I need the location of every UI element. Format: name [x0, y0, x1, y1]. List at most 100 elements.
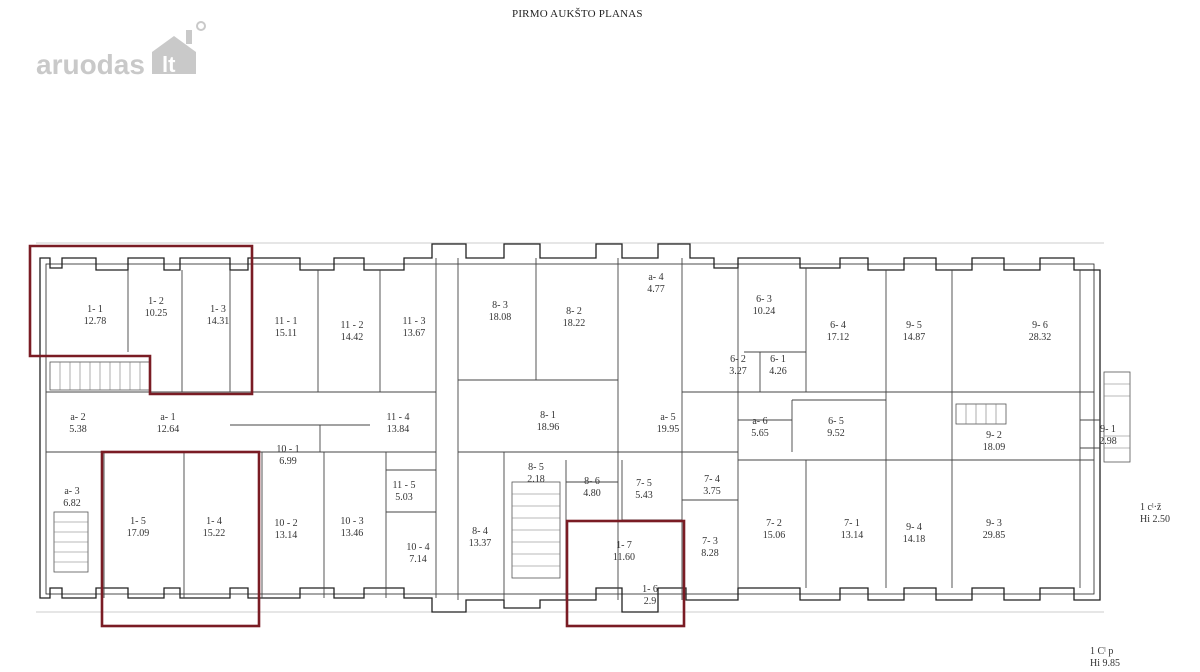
- room-label: 8- 218.22: [563, 306, 586, 329]
- room-id: 7- 4: [704, 474, 720, 485]
- aruodas-logo: aruodas lt: [36, 21, 206, 80]
- room-id: 11 - 1: [275, 316, 298, 327]
- room-id: 10 - 3: [340, 516, 363, 527]
- room-label: 9- 414.18: [903, 522, 926, 545]
- room-area: 13.14: [275, 530, 298, 541]
- room-area: 8.28: [701, 548, 719, 559]
- room-label: 1- 210.25: [145, 296, 168, 319]
- plan-title: PIRMO AUKŠTO PLANAS: [512, 8, 643, 20]
- room-area: 4.80: [583, 488, 601, 499]
- room-id: 10 - 2: [274, 518, 297, 529]
- stair-left-bottom: [53, 511, 89, 573]
- room-area: 28.32: [1029, 332, 1052, 343]
- room-id: 6- 5: [828, 416, 844, 427]
- room-id: 9- 3: [986, 518, 1002, 529]
- room-label: a- 519.95: [657, 412, 680, 435]
- room-label: 9- 218.09: [983, 430, 1006, 453]
- room-area: 12.64: [157, 424, 180, 435]
- room-area: 14.42: [341, 332, 364, 343]
- room-label: 1- 711.60: [613, 540, 635, 563]
- room-area: 9.52: [827, 428, 845, 439]
- room-id: 1- 2: [148, 296, 164, 307]
- room-label: 1- 415.22: [203, 516, 226, 539]
- floor-notes: 1 cˡ·ž Hi 2.50 1 Cˡ p Hi 9.85: [1090, 502, 1170, 669]
- room-label: 8- 413.37: [469, 526, 492, 549]
- room-label: 9- 12.98: [1099, 424, 1117, 447]
- note-1-line1: 1 cˡ·ž: [1140, 502, 1162, 513]
- room-label: 10 - 313.46: [340, 516, 363, 539]
- note-2-line1: 1 Cˡ p: [1090, 646, 1113, 657]
- room-label: 7- 55.43: [635, 478, 653, 501]
- room-label: 8- 318.08: [489, 300, 512, 323]
- room-area: 6.82: [63, 498, 81, 509]
- room-area: 11.60: [613, 552, 635, 563]
- room-label: 6- 23.27: [729, 354, 747, 377]
- room-label: 11 - 214.42: [341, 320, 364, 343]
- room-id: 6- 1: [770, 354, 786, 365]
- room-label: 10 - 213.14: [274, 518, 297, 541]
- room-id: 9- 5: [906, 320, 922, 331]
- room-label: 7- 43.75: [703, 474, 721, 497]
- room-area: 5.65: [751, 428, 769, 439]
- room-label: 11 - 115.11: [275, 316, 298, 339]
- logo-text: aruodas: [36, 49, 145, 80]
- room-label: 6- 59.52: [827, 416, 845, 439]
- room-id: 11 - 4: [387, 412, 410, 423]
- room-area: 5.03: [395, 492, 413, 503]
- room-id: 1- 3: [210, 304, 226, 315]
- room-area: 3.75: [703, 486, 721, 497]
- room-area: 17.12: [827, 332, 850, 343]
- room-id: 10 - 4: [406, 542, 429, 553]
- room-id: 11 - 3: [403, 316, 426, 327]
- room-label: 9- 628.32: [1029, 320, 1052, 343]
- room-label: 6- 310.24: [753, 294, 776, 317]
- room-id: a- 5: [660, 412, 675, 423]
- room-id: 11 - 2: [341, 320, 364, 331]
- room-label: a- 36.82: [63, 486, 81, 509]
- room-area: 10.24: [753, 306, 776, 317]
- room-id: 8- 2: [566, 306, 582, 317]
- room-area: 4.26: [769, 366, 787, 377]
- room-area: 2.98: [1099, 436, 1117, 447]
- room-label: 10 - 16.99: [276, 444, 299, 467]
- room-id: 8- 3: [492, 300, 508, 311]
- room-id: 8- 5: [528, 462, 544, 473]
- room-area: 13.46: [341, 528, 364, 539]
- room-area: 17.09: [127, 528, 150, 539]
- room-id: 1- 7: [616, 540, 632, 551]
- room-id: 6- 2: [730, 354, 746, 365]
- room-area: 14.31: [207, 316, 230, 327]
- room-id: 1- 6: [642, 584, 658, 595]
- room-id: 9- 4: [906, 522, 922, 533]
- room-label: 1- 62.9: [642, 584, 658, 607]
- highlight-apartment-bottom-left: [100, 450, 261, 628]
- room-area: 18.09: [983, 442, 1006, 453]
- stair-middle: [511, 481, 561, 579]
- room-id: a- 6: [752, 416, 767, 427]
- room-label: 10 - 47.14: [406, 542, 429, 565]
- room-label: 8- 64.80: [583, 476, 601, 499]
- room-area: 13.84: [387, 424, 410, 435]
- room-area: 29.85: [983, 530, 1006, 541]
- room-area: 10.25: [145, 308, 168, 319]
- room-area: 3.27: [729, 366, 747, 377]
- room-id: 1- 4: [206, 516, 222, 527]
- room-area: 13.37: [469, 538, 492, 549]
- room-id: 8- 6: [584, 476, 600, 487]
- room-id: 6- 3: [756, 294, 772, 305]
- room-label: 7- 215.06: [763, 518, 786, 541]
- room-label: a- 44.77: [647, 272, 665, 295]
- room-id: 11 - 5: [393, 480, 416, 491]
- room-id: 1- 5: [130, 516, 146, 527]
- room-id: a- 3: [64, 486, 79, 497]
- room-area: 18.08: [489, 312, 512, 323]
- room-area: 14.87: [903, 332, 926, 343]
- room-id: 7- 1: [844, 518, 860, 529]
- room-label: a- 65.65: [751, 416, 769, 439]
- room-id: 1- 1: [87, 304, 103, 315]
- room-id: a- 1: [160, 412, 175, 423]
- room-id: 7- 5: [636, 478, 652, 489]
- room-area: 6.99: [279, 456, 297, 467]
